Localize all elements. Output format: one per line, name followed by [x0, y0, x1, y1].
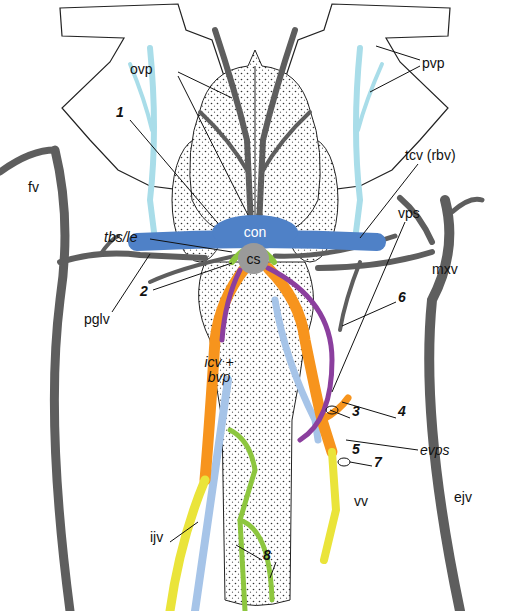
- vein-label: vv: [354, 494, 368, 509]
- leader-lines: [130, 120, 222, 228]
- leader-lines: [376, 46, 420, 60]
- leader-lines: [153, 263, 232, 290]
- vein-label: pvp: [422, 56, 445, 71]
- leader-lines: [370, 66, 420, 92]
- leader-lines: [332, 222, 405, 392]
- leader-lines: [112, 254, 150, 312]
- vein-label: evps: [420, 443, 450, 458]
- callout-number: 6: [398, 290, 406, 305]
- callout-number: 8: [263, 548, 271, 563]
- gray-veins: [60, 254, 205, 262]
- leader-lines: [360, 164, 418, 238]
- leader-lines: [350, 462, 372, 466]
- callout-number: 7: [374, 455, 382, 470]
- vein-label: tcv (rbv): [405, 148, 456, 163]
- gray-veins: [452, 199, 482, 212]
- gray-veins: [200, 112, 248, 172]
- vein-label: ejv: [454, 490, 472, 505]
- callout-number: 5: [352, 442, 360, 457]
- colored-veins: [358, 64, 382, 130]
- vein-label: icv + bvp: [203, 355, 235, 385]
- vein-label: ijv: [150, 530, 163, 545]
- gray-veins: [429, 200, 460, 611]
- vein-label: pglv: [84, 312, 110, 327]
- vein-label: vps: [398, 206, 420, 221]
- colored-veins: [268, 268, 332, 452]
- gray-veins: [54, 150, 70, 611]
- brain-outline: [190, 50, 320, 236]
- callout-number: 3: [352, 404, 360, 419]
- colored-veins: [240, 520, 272, 600]
- callout-number: 4: [398, 404, 406, 419]
- colored-veins: [222, 270, 240, 340]
- vein-label: tbs/le: [104, 230, 137, 245]
- gray-veins: [262, 112, 310, 172]
- leader-lines: [326, 406, 338, 414]
- vein-label: fv: [28, 180, 39, 195]
- leader-lines: [178, 76, 248, 215]
- leader-lines: [236, 545, 262, 560]
- vein-label: mxv: [432, 262, 458, 277]
- sinus-circle: cs: [238, 243, 269, 274]
- gray-veins: [318, 252, 432, 268]
- gray-veins: [259, 30, 295, 226]
- vein-label: ovp: [130, 62, 153, 77]
- callout-number: 1: [116, 105, 124, 120]
- node-label: con: [244, 224, 267, 240]
- sinus-circle-shape: [238, 243, 269, 274]
- leader-lines: [338, 458, 350, 466]
- gray-veins: [215, 30, 251, 226]
- gray-veins: [0, 30, 482, 611]
- leader-lines: [342, 302, 396, 326]
- colored-veins: [355, 48, 360, 240]
- leader-lines: [178, 72, 232, 98]
- colored-veins: [170, 480, 205, 611]
- leader-lines: [112, 46, 420, 578]
- brain-outline: [255, 66, 256, 234]
- node-label: cs: [247, 251, 261, 267]
- leader-lines: [170, 522, 198, 542]
- callout-number: 2: [140, 284, 148, 299]
- colored-veins: [130, 48, 382, 611]
- colored-veins: [268, 268, 332, 440]
- leader-lines: [342, 402, 396, 418]
- gray-veins: [0, 150, 55, 172]
- colored-veins: [324, 452, 336, 560]
- leader-lines: [270, 562, 276, 578]
- gray-veins: [150, 256, 235, 282]
